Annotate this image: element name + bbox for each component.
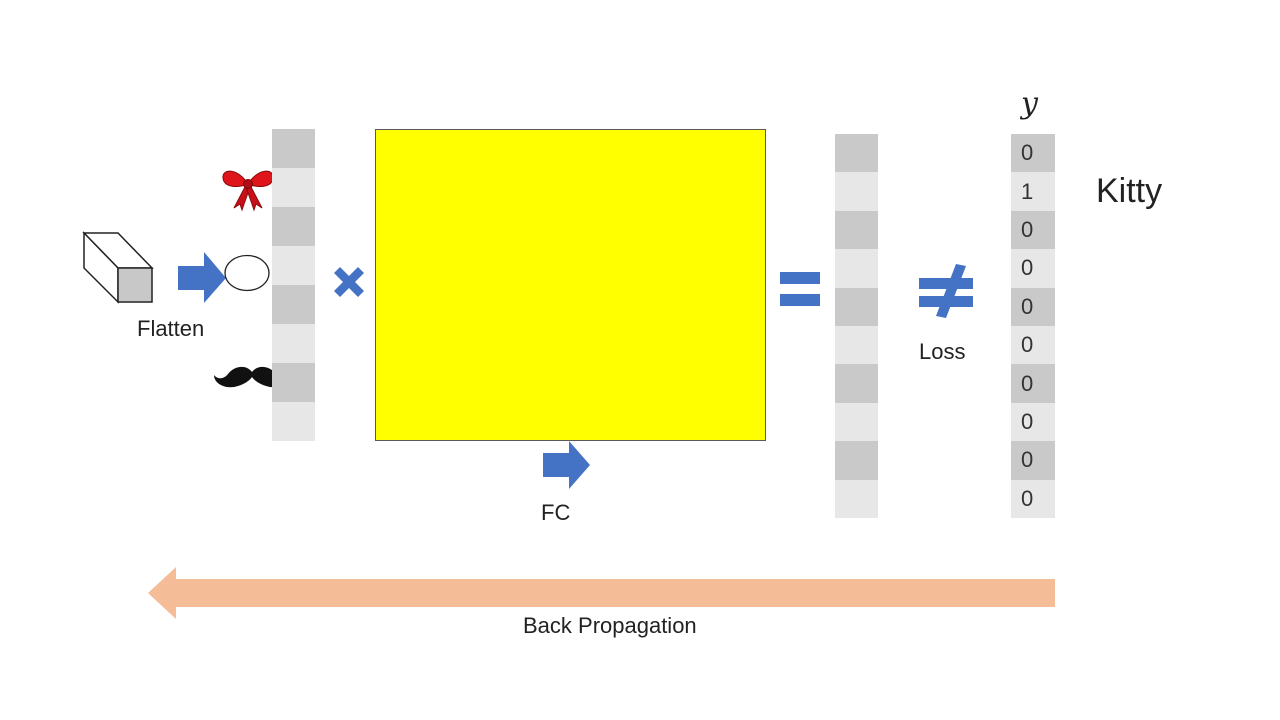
flatten-arrow-icon [178,252,226,303]
target-vector-cell: 0 [1011,249,1055,288]
target-vector-cell: 0 [1011,326,1055,365]
vector-cell [272,285,315,324]
target-vector-cell: 0 [1011,210,1055,250]
vector-cell [835,441,878,480]
vector-cell [835,249,878,288]
target-vector-cell: 1 [1011,172,1055,211]
target-vector-cell: 0 [1011,287,1055,327]
fc-arrow-icon [543,441,590,489]
y-label: y [1021,86,1038,121]
vector-cell [272,402,315,441]
vector-cell [835,326,878,365]
ellipse-icon [224,254,270,292]
equals-icon [780,272,820,306]
vector-cell [835,479,878,519]
flatten-label: Flatten [137,316,205,341]
target-vector-cell: 0 [1011,364,1055,403]
vector-cell [835,402,878,442]
vector-cell [272,363,315,402]
vector-cell [835,364,878,403]
3d-box-icon [82,231,154,304]
class-label: Kitty [1096,172,1163,210]
vector-cell [272,324,315,363]
fc-label: FC [541,500,571,525]
ribbon-bow-icon [218,164,278,212]
output-vector [835,134,878,519]
vector-cell [835,287,878,327]
vector-cell [835,172,878,211]
backprop-label: Back Propagation [523,613,697,638]
multiply-icon [334,267,364,297]
loss-label: Loss [919,339,966,364]
mustache-icon [214,366,290,388]
backprop-arrow-icon [148,567,1055,619]
target-vector-cell: 0 [1011,479,1055,519]
vector-cell [272,129,315,168]
vector-cell [272,168,315,207]
vector-cell [835,134,878,173]
target-vector-cell: 0 [1011,402,1055,442]
input-vector [272,129,315,441]
fc-weight-matrix [375,129,766,441]
not-equal-icon [919,264,973,318]
vector-cell [835,210,878,250]
vector-cell [272,207,315,246]
vector-cell [272,246,315,285]
target-vector-cell: 0 [1011,134,1055,173]
target-vector-cell: 0 [1011,441,1055,480]
